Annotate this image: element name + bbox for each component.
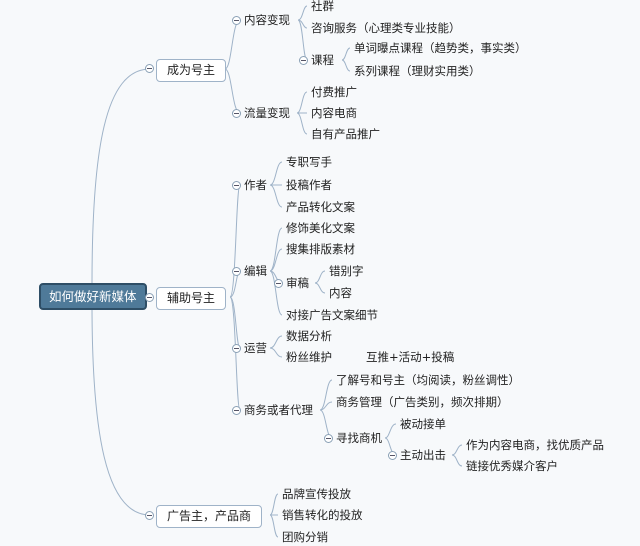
connector: [296, 112, 308, 135]
node-content-monetization[interactable]: 内容变现: [244, 13, 290, 27]
node-passive-orders[interactable]: 被动接单: [400, 417, 446, 431]
node-contributor[interactable]: 投稿作者: [286, 178, 332, 192]
collapse-toggle-icon[interactable]: [232, 406, 241, 415]
node-link-media-clients[interactable]: 链接优秀媒介客户: [466, 459, 558, 473]
connector: [269, 227, 283, 272]
node-paid-promotion[interactable]: 付费推广: [311, 85, 357, 99]
root-node[interactable]: 如何做好新媒体: [39, 283, 147, 310]
node-collect-material[interactable]: 搜集排版素材: [286, 242, 355, 256]
node-polish-copy[interactable]: 修饰美化文案: [286, 221, 355, 235]
connector: [224, 19, 241, 70]
node-author[interactable]: 作者: [244, 178, 267, 192]
collapse-toggle-icon[interactable]: [232, 344, 241, 353]
node-community[interactable]: 社群: [311, 0, 334, 13]
connector: [341, 47, 351, 61]
branch-node-assistant[interactable]: 辅助号主: [156, 287, 227, 310]
node-business-management[interactable]: 商务管理（广告类别，频次排期）: [336, 395, 509, 409]
connector: [314, 282, 326, 294]
node-operations[interactable]: 运营: [244, 341, 267, 355]
node-content-ecommerce[interactable]: 内容电商: [311, 106, 357, 120]
collapse-toggle-icon[interactable]: [145, 64, 154, 73]
note-fan-maintenance: 互推+活动+投稿: [366, 350, 455, 364]
node-consulting[interactable]: 咨询服务（心理类专业技能）: [311, 21, 461, 35]
connector: [269, 184, 283, 208]
connector: [269, 347, 283, 358]
connector: [269, 514, 279, 538]
node-own-product[interactable]: 自有产品推广: [311, 127, 380, 141]
collapse-toggle-icon[interactable]: [324, 434, 333, 443]
connector: [319, 379, 333, 411]
connector: [229, 184, 241, 298]
node-content[interactable]: 内容: [329, 286, 352, 300]
connector: [297, 5, 308, 21]
node-ad-copy-details[interactable]: 对接广告文案细节: [286, 308, 378, 322]
connector: [451, 444, 463, 456]
node-find-opportunities[interactable]: 寻找商机: [336, 431, 382, 445]
connector: [296, 91, 308, 114]
connector: [269, 161, 283, 186]
collapse-toggle-icon[interactable]: [232, 16, 241, 25]
node-series-course[interactable]: 系列课程（理财实用类）: [354, 64, 481, 78]
node-conversion-copy[interactable]: 产品转化文案: [286, 200, 355, 214]
node-review[interactable]: 审稿: [286, 276, 309, 290]
collapse-toggle-icon[interactable]: [299, 56, 308, 65]
connector: [269, 248, 283, 272]
collapse-toggle-icon[interactable]: [274, 279, 283, 288]
collapse-toggle-icon[interactable]: [145, 511, 154, 520]
node-single-course[interactable]: 单词曝点课程（趋势类，事实类）: [354, 41, 527, 55]
node-editor[interactable]: 编辑: [244, 264, 267, 278]
connector: [451, 454, 463, 467]
collapse-toggle-icon[interactable]: [388, 451, 397, 460]
collapse-toggle-icon[interactable]: [232, 109, 241, 118]
connector: [297, 19, 308, 61]
node-traffic-monetization[interactable]: 流量变现: [244, 106, 290, 120]
node-brand-ads[interactable]: 品牌宣传投放: [282, 487, 351, 501]
connector: [91, 303, 151, 516]
collapse-toggle-icon[interactable]: [145, 293, 154, 302]
node-sales-ads[interactable]: 销售转化的投放: [282, 508, 363, 522]
connector: [319, 401, 333, 411]
node-active-outreach[interactable]: 主动出击: [400, 448, 446, 462]
collapse-toggle-icon[interactable]: [232, 181, 241, 190]
collapse-toggle-icon[interactable]: [232, 267, 241, 276]
branch-node-advertiser[interactable]: 广告主，产品商: [156, 505, 263, 528]
connector: [314, 270, 326, 284]
node-typos[interactable]: 错别字: [329, 264, 364, 278]
connector: [224, 68, 241, 114]
node-understand-account[interactable]: 了解号和号主（均阅读，粉丝调性）: [336, 373, 520, 387]
node-fan-maintenance[interactable]: 粉丝维护: [286, 350, 332, 364]
node-fulltime-writer[interactable]: 专职写手: [286, 155, 332, 169]
connector: [91, 68, 151, 285]
connector: [269, 335, 283, 349]
node-business-agent[interactable]: 商务或者代理: [244, 403, 313, 417]
node-find-products[interactable]: 作为内容电商，找优质产品: [466, 438, 604, 452]
node-data-analysis[interactable]: 数据分析: [286, 329, 332, 343]
connector: [269, 270, 283, 316]
node-group-buying[interactable]: 团购分销: [282, 530, 328, 544]
branch-node-owner[interactable]: 成为号主: [156, 59, 227, 82]
connector: [384, 423, 397, 439]
connector: [229, 296, 241, 411]
node-courses[interactable]: 课程: [311, 53, 334, 67]
connector: [341, 59, 351, 72]
connector: [269, 493, 279, 516]
